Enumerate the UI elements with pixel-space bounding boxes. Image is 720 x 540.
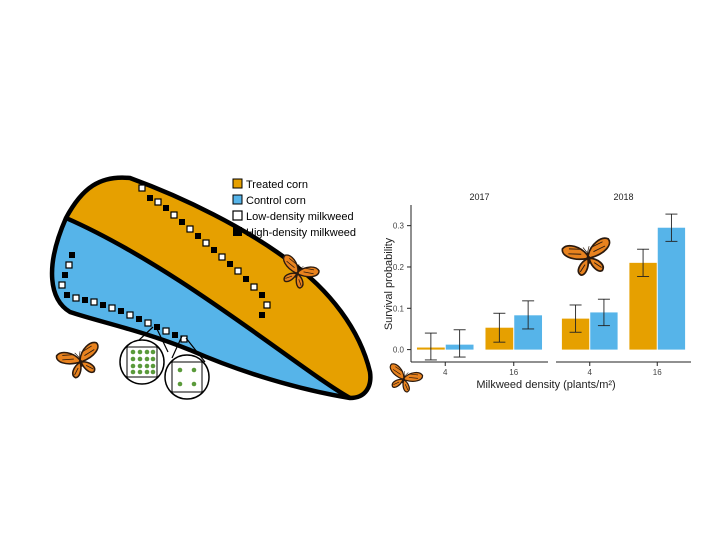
survival-bar-chart: Survival probability Milkweed density (p… <box>383 192 691 391</box>
high-density-zoom <box>119 326 169 385</box>
monarch-butterfly-icon <box>383 362 424 396</box>
y-tick-label: 0.3 <box>393 222 405 231</box>
legend-label: Low-density milkweed <box>246 211 354 223</box>
legend-item-treated-corn: Treated corn <box>232 178 308 191</box>
field-outline <box>49 175 373 401</box>
y-tick-label: 0.1 <box>393 304 405 313</box>
legend-item-control-corn: Control corn <box>232 194 306 207</box>
legend-label: High-density milkweed <box>246 227 356 239</box>
legend-label: Control corn <box>246 195 306 207</box>
legend-item-high-density-milkweed: High-density milkweed <box>233 227 356 239</box>
x-tick-label: 4 <box>443 368 448 377</box>
y-tick-label: 0.0 <box>393 346 405 355</box>
monarch-butterfly-icon <box>54 340 107 383</box>
y-tick-label: 0.2 <box>393 263 405 272</box>
legend: Treated corn Control corn Low-density mi… <box>232 178 356 239</box>
field-divider <box>65 215 352 400</box>
control-corn-field <box>52 218 350 398</box>
milkweed-patch-icon <box>130 349 156 375</box>
facet-title: 2018 <box>613 192 633 202</box>
x-tick-label: 4 <box>588 368 593 377</box>
y-axis-label: Survival probability <box>383 237 395 330</box>
bar <box>657 227 686 350</box>
x-tick-label: 16 <box>509 368 518 377</box>
milkweed-patch-icon <box>177 367 197 387</box>
milkweed-squares-upper <box>138 184 271 318</box>
low-density-zoom <box>164 335 210 400</box>
bar <box>629 262 657 350</box>
x-tick-label: 16 <box>653 368 662 377</box>
field-diagram <box>49 175 373 401</box>
legend-label: Treated corn <box>246 179 308 191</box>
facet-title: 2017 <box>469 192 489 202</box>
x-axis-label: Milkweed density (plants/m²) <box>476 379 615 391</box>
monarch-butterfly-icon <box>560 236 617 279</box>
treated-corn-field <box>66 177 371 398</box>
legend-item-low-density-milkweed: Low-density milkweed <box>232 210 354 223</box>
